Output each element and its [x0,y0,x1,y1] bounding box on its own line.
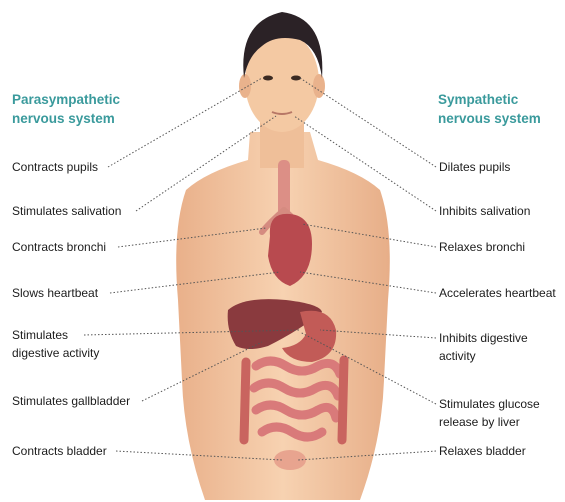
label-line: Inhibits digestive [439,329,528,347]
label-line: Relaxes bronchi [439,238,525,256]
parasympathetic-heading: Parasympathetic nervous system [12,90,120,128]
label-inhibits-digestive-activity: Inhibits digestive activity [439,329,528,365]
heading-line: nervous system [12,109,120,128]
label-contracts-bladder: Contracts bladder [12,442,107,460]
label-relaxes-bronchi: Relaxes bronchi [439,238,525,256]
ear-left [239,74,251,98]
label-line: digestive activity [12,344,99,362]
eye-right [291,76,301,81]
label-line: Contracts pupils [12,158,98,176]
label-line: Stimulates salivation [12,202,121,220]
label-slows-heartbeat: Slows heartbeat [12,284,98,302]
label-line: release by liver [439,413,540,431]
label-line: Contracts bronchi [12,238,106,256]
label-line: activity [439,347,528,365]
heading-line: nervous system [438,109,541,128]
label-line: Stimulates [12,326,99,344]
leader-contracts-pupils [108,78,262,167]
label-line: Dilates pupils [439,158,510,176]
label-inhibits-salivation: Inhibits salivation [439,202,530,220]
label-relaxes-bladder: Relaxes bladder [439,442,526,460]
label-dilates-pupils: Dilates pupils [439,158,510,176]
label-stimulates-gallbladder: Stimulates gallbladder [12,392,130,410]
label-line: Relaxes bladder [439,442,526,460]
label-line: Slows heartbeat [12,284,98,302]
eye-left [263,76,273,81]
heading-line: Parasympathetic [12,90,120,109]
label-contracts-bronchi: Contracts bronchi [12,238,106,256]
label-line: Stimulates glucose [439,395,540,413]
heading-line: Sympathetic [438,90,541,109]
bladder-organ [274,450,306,470]
label-line: Contracts bladder [12,442,107,460]
label-stimulates-digestive-activity: Stimulates digestive activity [12,326,99,362]
label-stimulates-glucose-release: Stimulates glucose release by liver [439,395,540,431]
label-contracts-pupils: Contracts pupils [12,158,98,176]
label-line: Stimulates gallbladder [12,392,130,410]
ear-right [313,74,325,98]
label-accelerates-heartbeat: Accelerates heartbeat [439,284,556,302]
label-line: Accelerates heartbeat [439,284,556,302]
sympathetic-heading: Sympathetic nervous system [438,90,541,128]
label-stimulates-salivation: Stimulates salivation [12,202,121,220]
label-line: Inhibits salivation [439,202,530,220]
